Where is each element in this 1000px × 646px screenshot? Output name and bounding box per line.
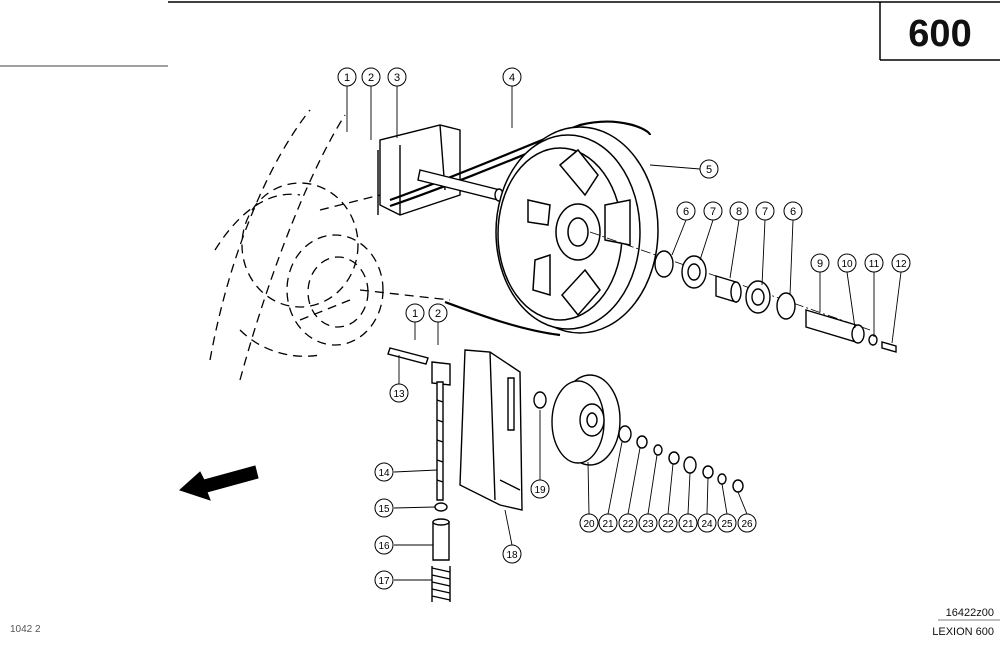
corner-mark: 1042 2 (10, 624, 41, 635)
svg-text:21: 21 (682, 519, 694, 530)
svg-text:22: 22 (662, 519, 674, 530)
callout: 11 (864, 253, 884, 273)
callout: 12 (891, 253, 911, 273)
svg-text:11: 11 (869, 259, 880, 270)
bracket-3 (377, 124, 461, 216)
svg-text:3: 3 (394, 72, 400, 84)
callout: 22 (658, 513, 678, 533)
callout: 6 (676, 201, 696, 221)
svg-text:17: 17 (378, 576, 390, 587)
svg-text:24: 24 (701, 519, 713, 530)
callout: 1 (405, 303, 425, 323)
svg-text:7: 7 (762, 206, 768, 218)
callout: 15 (374, 498, 394, 518)
callout: 10 (837, 253, 857, 273)
svg-text:10: 10 (841, 259, 853, 270)
model-name: LEXION 600 (932, 626, 994, 638)
svg-text:18: 18 (506, 550, 518, 561)
svg-text:13: 13 (393, 389, 405, 400)
svg-text:16: 16 (378, 541, 390, 552)
svg-text:14: 14 (378, 468, 390, 479)
callout: 16 (374, 535, 394, 555)
callout: 14 (374, 462, 394, 482)
svg-text:1: 1 (412, 308, 418, 320)
callout: 20 (579, 513, 599, 533)
svg-text:9: 9 (817, 258, 823, 270)
svg-text:25: 25 (721, 519, 733, 530)
svg-text:12: 12 (895, 259, 907, 270)
tensioner-bracket-18 (459, 349, 523, 511)
svg-text:20: 20 (583, 519, 595, 530)
callout: 17 (374, 570, 394, 590)
svg-text:15: 15 (378, 504, 390, 515)
svg-text:19: 19 (534, 485, 546, 496)
svg-text:22: 22 (622, 519, 634, 530)
svg-text:4: 4 (509, 72, 515, 84)
adjuster-block (431, 361, 451, 386)
page-number: 600 (908, 13, 972, 55)
svg-text:1: 1 (344, 72, 350, 84)
idler-pulley-20 (533, 374, 744, 493)
callout: 21 (598, 513, 618, 533)
callout: 24 (697, 513, 717, 533)
shaft-parts (654, 250, 897, 353)
callout: 7 (755, 201, 775, 221)
large-pulley-5 (495, 126, 659, 334)
svg-text:2: 2 (368, 72, 374, 84)
callout: 5 (699, 159, 719, 179)
callout: 6 (783, 201, 803, 221)
callout-leaders (346, 86, 902, 581)
drawing-code: 16422z00 (945, 607, 994, 619)
svg-text:26: 26 (741, 519, 753, 530)
callout: 23 (638, 513, 658, 533)
callout: 13 (389, 383, 409, 403)
svg-text:21: 21 (602, 519, 614, 530)
callout: 2 (361, 67, 381, 87)
frame-lines (0, 1, 1000, 621)
svg-text:6: 6 (790, 206, 796, 218)
callout: 26 (737, 513, 757, 533)
pulley-shaft (417, 169, 504, 202)
nut-sleeve-spring (431, 502, 451, 602)
svg-text:7: 7 (710, 206, 716, 218)
svg-text:6: 6 (683, 206, 689, 218)
svg-text:8: 8 (736, 206, 742, 218)
svg-text:23: 23 (642, 519, 654, 530)
callout: 18 (502, 544, 522, 564)
callout: 25 (717, 513, 737, 533)
callout: 2 (428, 303, 448, 323)
callout: 19 (530, 479, 550, 499)
dashed-machine-outline (209, 109, 451, 381)
direction-arrow (179, 465, 259, 501)
callout: 1 (337, 67, 357, 87)
svg-text:5: 5 (706, 164, 712, 176)
callout: 8 (729, 201, 749, 221)
callout: 21 (678, 513, 698, 533)
callout-bubbles: 1 2 3 4 5 6 7 8 7 6 9 10 11 12 1 2 13 14… (337, 67, 911, 590)
svg-text:2: 2 (435, 308, 441, 320)
callout: 3 (387, 67, 407, 87)
callout: 7 (703, 201, 723, 221)
callout: 4 (502, 67, 522, 87)
threaded-rod-14 (387, 347, 444, 501)
callout: 22 (618, 513, 638, 533)
callout: 9 (810, 253, 830, 273)
